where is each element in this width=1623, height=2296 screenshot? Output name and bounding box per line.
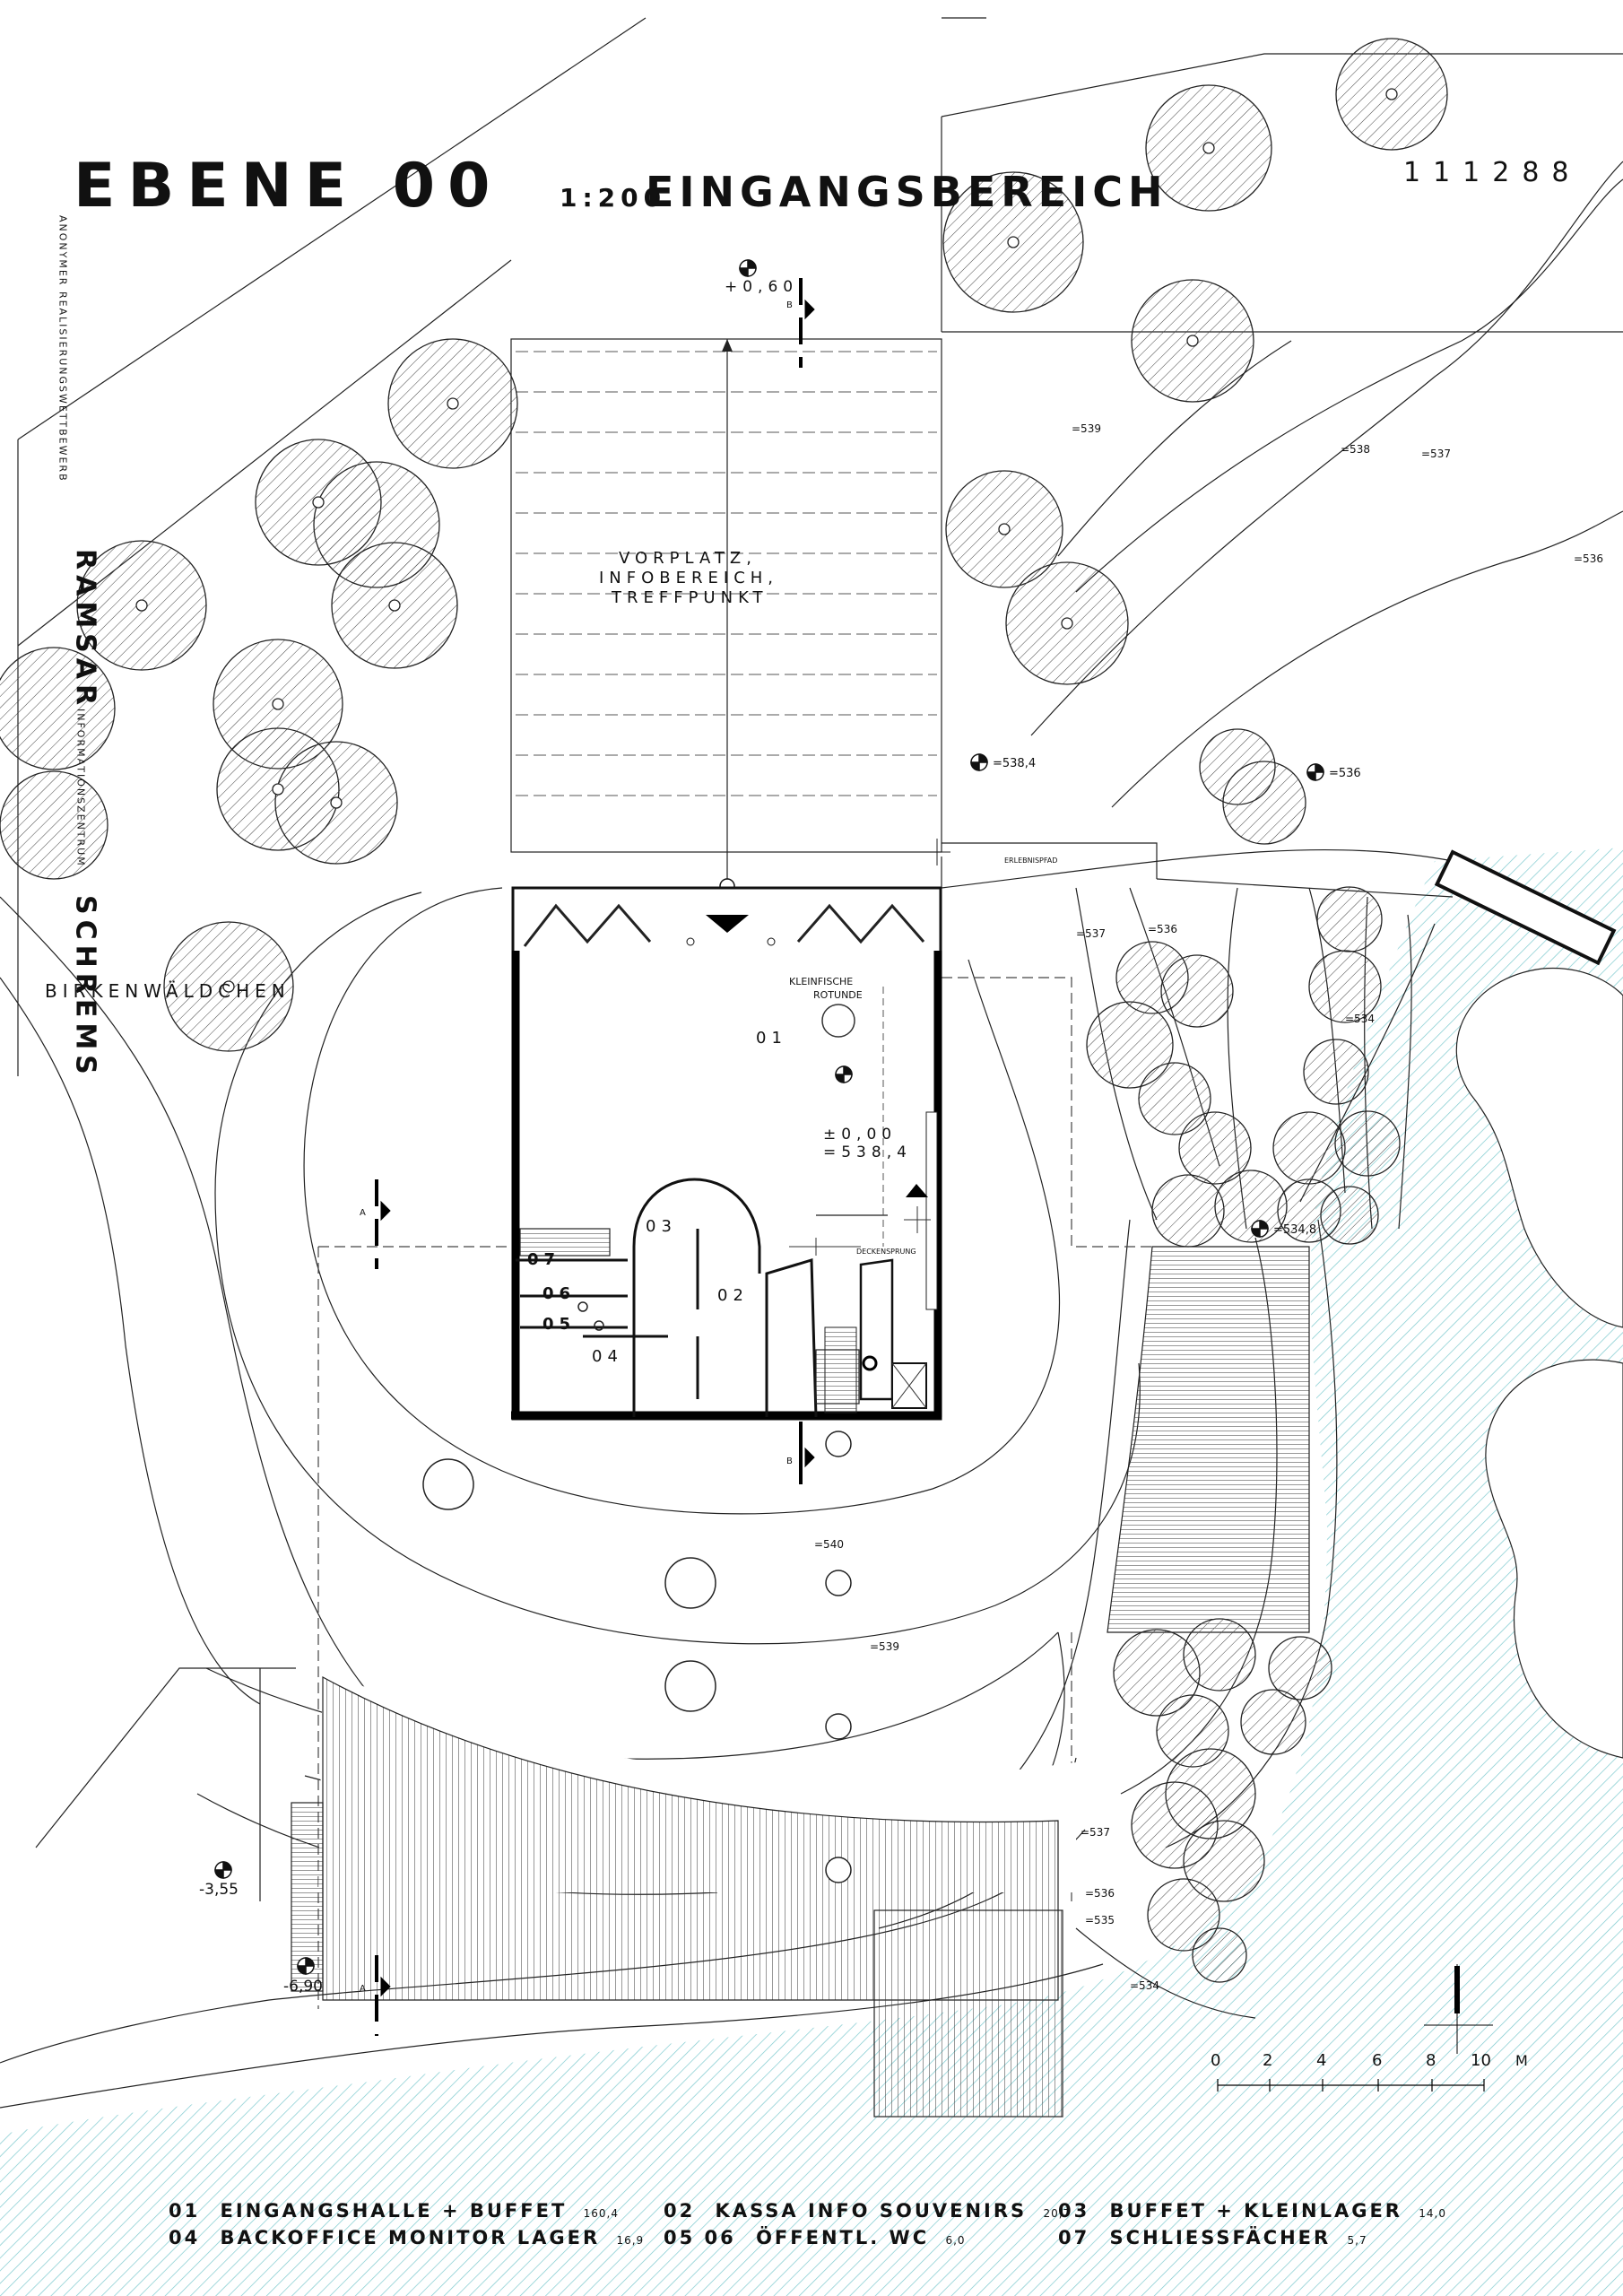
text-layer: EBENE 00 1:200 EINGANGSBEREICH 111288 AN… <box>45 151 1603 2248</box>
legend-id: 02 <box>664 2200 695 2222</box>
trees <box>0 38 1448 1983</box>
legend-id: 05 06 <box>664 2227 736 2248</box>
contour-label: =537 <box>1076 927 1106 940</box>
building <box>511 886 942 1421</box>
level-forecourt: +0,60 <box>725 278 798 296</box>
legend-item-01: 01 EINGANGSHALLE + BUFFET 160,4 <box>169 2200 619 2222</box>
section-markers <box>375 278 815 2036</box>
title-level: EBENE 00 <box>74 151 502 222</box>
columns <box>422 1431 852 1883</box>
north-arrow <box>1424 1964 1493 2054</box>
label-path: ERLEBNISPFAD <box>1004 857 1057 865</box>
level-hall-1: ±0,00 <box>823 1126 897 1144</box>
level-east-2: =536 <box>1329 767 1361 780</box>
level-symbols <box>214 259 1324 1975</box>
title-scale: 1:200 <box>560 183 666 213</box>
scale-tick-label: 6 <box>1372 2051 1382 2070</box>
legend-area: 14,0 <box>1419 2207 1446 2220</box>
label-rotunda-2: ROTUNDE <box>813 989 863 1001</box>
legend-item-04: 04 BACKOFFICE MONITOR LAGER 16,9 <box>169 2227 644 2248</box>
legend: 01 EINGANGSHALLE + BUFFET 160,4 02 KASSA… <box>169 2200 1446 2248</box>
room-03: 03 <box>646 1217 677 1236</box>
label-forecourt-3: TREFFPUNKT <box>611 588 768 607</box>
contour-label: =539 <box>870 1640 899 1653</box>
room-07: 07 <box>527 1250 560 1269</box>
legend-name: BUFFET + KLEINLAGER <box>1110 2200 1402 2222</box>
legend-id: 03 <box>1058 2200 1089 2222</box>
room-04: 04 <box>592 1347 623 1366</box>
section-label-a-bottom: A <box>360 1984 366 1994</box>
label-ceiling-step: DECKENSPRUNG <box>856 1248 916 1256</box>
scale-tick-label: 4 <box>1316 2051 1326 2070</box>
vertical-center: INFORMATIONSZENTRUM <box>75 709 87 867</box>
contour-label: =537 <box>1421 448 1451 460</box>
legend-item-02: 02 KASSA INFO SOUVENIRS 20,7 <box>664 2200 1071 2222</box>
legend-name: EINGANGSHALLE + BUFFET <box>221 2200 568 2222</box>
legend-area: 20,7 <box>1043 2207 1071 2220</box>
scale-tick-label: 8 <box>1426 2051 1436 2070</box>
scale-unit: M <box>1515 2052 1528 2069</box>
room-06: 06 <box>542 1284 576 1303</box>
section-label-b-top: B <box>786 300 793 310</box>
contour-label: =537 <box>1081 1826 1110 1839</box>
legend-area: 160,4 <box>584 2207 619 2220</box>
forecourt <box>510 338 950 894</box>
level-east: =538,4 <box>993 757 1036 770</box>
legend-area: 5,7 <box>1348 2234 1367 2247</box>
label-forecourt-2: INFOBEREICH, <box>599 569 778 587</box>
vertical-project-name: RAMSAR <box>70 549 101 710</box>
tree-trunks <box>135 88 1398 993</box>
room-05: 05 <box>542 1315 576 1334</box>
contour-label: =540 <box>814 1538 844 1551</box>
scale-tick-label: 10 <box>1471 2051 1491 2070</box>
contour-label: =536 <box>1148 923 1177 935</box>
scale-tick-label: 2 <box>1263 2051 1272 2070</box>
contour-label: =536 <box>1574 552 1603 565</box>
vertical-competition: ANONYMER REALISIERUNGSWETTBEWERB <box>57 215 69 483</box>
legend-name: ÖFFENTL. WC <box>756 2226 929 2248</box>
level-terrace: =534,8 <box>1273 1223 1316 1237</box>
legend-item-07: 07 SCHLIESSFÄCHER 5,7 <box>1058 2226 1367 2248</box>
scale-tick-label: 0 <box>1211 2051 1220 2070</box>
level-west-low: -3,55 <box>199 1881 239 1899</box>
contour-label: =534 <box>1130 1979 1159 1992</box>
legend-area: 16,9 <box>616 2234 644 2247</box>
scale-bar <box>1217 2079 1485 2092</box>
island-2 <box>1485 1359 1623 1759</box>
project-number: 111288 <box>1403 157 1582 188</box>
room-01: 01 <box>756 1029 787 1048</box>
legend-area: 6,0 <box>945 2234 965 2247</box>
title-area: EINGANGSBEREICH <box>646 168 1167 216</box>
contour-label: =536 <box>1085 1887 1115 1900</box>
legend-name: KASSA INFO SOUVENIRS <box>716 2200 1028 2222</box>
legend-id: 07 <box>1058 2227 1089 2248</box>
decks <box>291 1246 1310 2118</box>
legend-item-05-06: 05 06 ÖFFENTL. WC 6,0 <box>664 2226 966 2248</box>
contour-label: =538 <box>1341 443 1370 456</box>
legend-name: BACKOFFICE MONITOR LAGER <box>221 2227 601 2248</box>
label-birch-wood: BIRKENWÄLDCHEN <box>45 980 291 1002</box>
contour-label: =539 <box>1072 422 1101 435</box>
legend-id: 04 <box>169 2227 200 2248</box>
contour-label: =535 <box>1085 1914 1115 1926</box>
section-label-a-top: A <box>360 1208 366 1218</box>
legend-item-03: 03 BUFFET + KLEINLAGER 14,0 <box>1058 2200 1446 2222</box>
room-02: 02 <box>717 1286 749 1305</box>
contour-label: =534 <box>1345 1013 1375 1025</box>
level-west-lower: -6,90 <box>283 1978 323 1996</box>
label-forecourt-1: VORPLATZ, <box>619 549 757 568</box>
label-rotunda-1: KLEINFISCHE <box>789 976 853 987</box>
legend-name: SCHLIESSFÄCHER <box>1110 2226 1332 2248</box>
island-1 <box>1455 967 1623 1328</box>
vertical-place: SCHREMS <box>70 895 101 1080</box>
legend-id: 01 <box>169 2200 200 2222</box>
level-hall-2: =538,4 <box>823 1144 912 1161</box>
section-label-b-bottom: B <box>786 1457 793 1466</box>
